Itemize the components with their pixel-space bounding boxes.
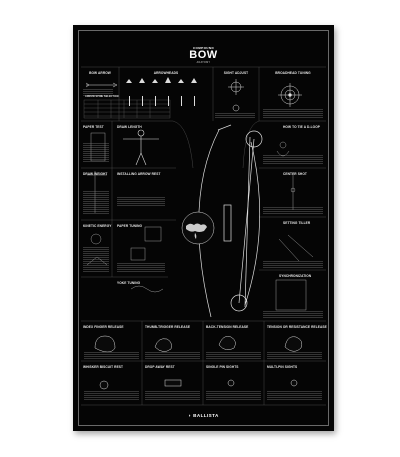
heading-single-pin-sights: SINGLE PIN SIGHTS (206, 365, 239, 369)
heading-multi-pin-sights: MULTI-PIN SIGHTS (267, 365, 298, 369)
heading-thumb-trigger-release: THUMB-TRIGGER RELEASE (145, 325, 191, 329)
text-block (267, 391, 322, 401)
text-block (83, 247, 109, 273)
arrowhead-icons (126, 77, 197, 106)
brand-logo: ◗ BALLISTA (188, 413, 218, 418)
heading-bow-arrow: BOW ARROW (89, 71, 111, 75)
heading-paper-tuning: PAPER TUNING (117, 224, 143, 228)
text-block (83, 89, 113, 97)
text-block (263, 155, 323, 165)
heading-whisker-biscuit-rest: WHISKER BISCUIT REST (83, 365, 124, 369)
text-block (263, 109, 323, 119)
text-block (263, 311, 323, 319)
heading-draw-length: DRAW LENGTH (117, 125, 142, 129)
heading-tension-resistance-release: TENSION OR RESISTANCE RELEASE (267, 325, 327, 329)
heading-synchronization: SYNCHRONIZATION (279, 274, 312, 278)
text-block (83, 191, 109, 215)
ballista-logo-icon: ◗ (188, 413, 194, 418)
heading-back-tension-release: BACK-TENSION RELEASE (206, 325, 249, 329)
section-dividers (81, 66, 326, 406)
text-block (263, 207, 323, 215)
release-aid-icon (94, 335, 303, 390)
text-block (145, 352, 200, 359)
poster-title-badge: ANATOMY (196, 61, 211, 64)
poster-frame (78, 30, 329, 426)
heading-index-finger-release: INDEX FINGER RELEASE (83, 325, 124, 329)
heading-broadhead-tuning: BROADHEAD TUNING (275, 71, 311, 75)
heading-yoke-tuning: YOKE TUNING (117, 281, 141, 285)
text-block (206, 352, 261, 359)
heading-drop-away-rest: DROP AWAY REST (145, 365, 175, 369)
poster-artwork (81, 66, 326, 406)
text-block (117, 263, 165, 273)
heading-kinetic-energy: KINETIC ENERGY (83, 224, 112, 228)
text-block (215, 113, 255, 119)
heading-sight-adjust: SIGHT ADJUST (223, 71, 249, 75)
text-block (84, 391, 139, 401)
heading-arrowheads: ARROWHEADS (153, 71, 179, 75)
heading-paper-test: PAPER TEST (83, 125, 104, 129)
text-block (263, 261, 323, 269)
heading-installing-arrow-rest: INSTALLING ARROW REST (117, 172, 161, 176)
heading-center-shot: CENTER SHOT (283, 172, 307, 176)
compound-bow-icon (198, 124, 263, 318)
heading-arrow-spine-selection: ARROW SPINE SELECTION (85, 95, 119, 98)
infographic-poster: COMPOUND BOW ANATOMY BOW ARROW ARROWHEAD… (73, 25, 334, 431)
heading-setting-tiller: SETTING TILLER (283, 221, 311, 225)
text-block (117, 197, 165, 207)
text-block (145, 391, 200, 401)
text-block (206, 391, 261, 401)
heading-draw-weight: DRAW WEIGHT (83, 172, 108, 176)
bow-arrow-icon (85, 82, 118, 88)
poster-title-top: COMPOUND (192, 46, 215, 50)
poster-title: BOW (189, 49, 218, 61)
world-map-icon (181, 211, 215, 245)
target-icon (278, 83, 302, 107)
sight-icon (228, 79, 244, 112)
heading-how-to-tie-d-loop: HOW TO TIE A D-LOOP (283, 125, 321, 129)
arrow-spine-table (83, 99, 171, 119)
person-draw-icon (123, 129, 159, 166)
brand-name: BALLISTA (193, 413, 219, 418)
text-block (83, 143, 109, 163)
text-block (267, 352, 322, 359)
text-block (84, 352, 139, 359)
